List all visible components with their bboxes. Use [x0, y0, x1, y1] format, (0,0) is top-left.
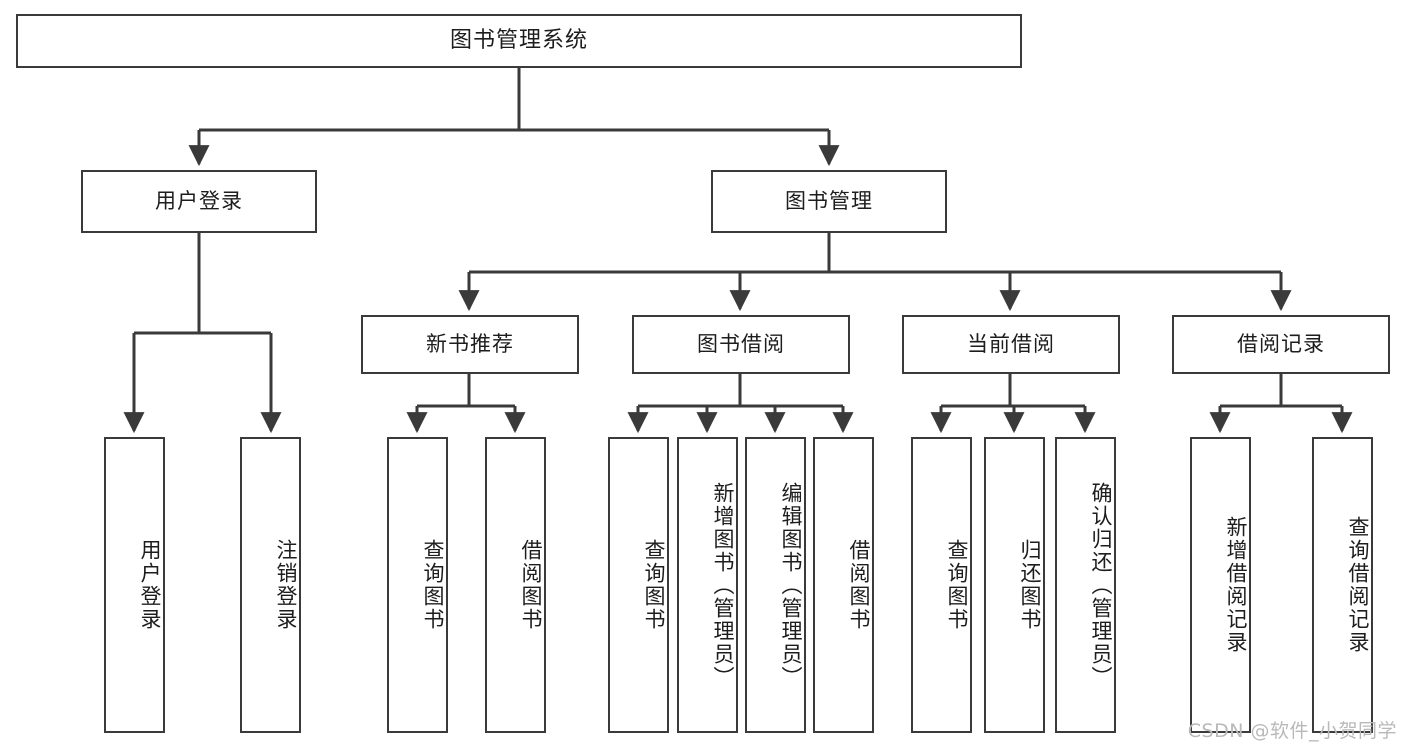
node-user-login[interactable]: 用户登录 [81, 170, 317, 233]
node-new-book-rec-label: 新书推荐 [426, 331, 514, 356]
node-borrow-record[interactable]: 借阅记录 [1172, 315, 1390, 374]
node-new-book-rec[interactable]: 新书推荐 [361, 315, 579, 374]
node-leaf-query-book-2[interactable]: 查询图书 [608, 437, 669, 733]
node-current-borrow[interactable]: 当前借阅 [902, 315, 1120, 374]
node-current-borrow-label: 当前借阅 [967, 331, 1055, 356]
node-leaf-query-book-1[interactable]: 查询图书 [387, 437, 448, 733]
node-leaf-user-logout-label: 注销登录 [274, 539, 298, 631]
node-leaf-query-record-label: 查询借阅记录 [1346, 516, 1370, 654]
node-leaf-borrow-book-2-label: 借阅图书 [847, 539, 871, 631]
node-leaf-query-book-3[interactable]: 查询图书 [911, 437, 972, 733]
node-leaf-add-book-label: 新增图书（管理员） [711, 481, 735, 689]
node-user-login-label: 用户登录 [155, 188, 243, 213]
watermark-text: CSDN @软件_小贺同学 [1187, 720, 1397, 742]
node-leaf-return-book-label: 归还图书 [1018, 539, 1042, 631]
node-leaf-confirm-return-label: 确认归还（管理员） [1089, 481, 1113, 689]
node-leaf-query-book-1-label: 查询图书 [421, 539, 445, 631]
node-root[interactable]: 图书管理系统 [16, 14, 1022, 68]
node-leaf-user-logout[interactable]: 注销登录 [240, 437, 301, 733]
node-leaf-edit-book-label: 编辑图书（管理员） [779, 481, 803, 689]
node-leaf-user-login-label: 用户登录 [138, 539, 162, 631]
node-leaf-add-record-label: 新增借阅记录 [1224, 516, 1248, 654]
node-leaf-return-book[interactable]: 归还图书 [984, 437, 1045, 733]
node-leaf-borrow-book-2[interactable]: 借阅图书 [813, 437, 874, 733]
node-leaf-borrow-book-1-label: 借阅图书 [519, 539, 543, 631]
node-leaf-user-login[interactable]: 用户登录 [104, 437, 165, 733]
node-root-label: 图书管理系统 [449, 27, 588, 53]
node-leaf-query-book-2-label: 查询图书 [642, 539, 666, 631]
node-leaf-add-record[interactable]: 新增借阅记录 [1190, 437, 1251, 733]
node-leaf-add-book[interactable]: 新增图书（管理员） [677, 437, 738, 733]
node-book-borrow-label: 图书借阅 [697, 331, 785, 356]
node-book-borrow[interactable]: 图书借阅 [632, 315, 850, 374]
node-leaf-borrow-book-1[interactable]: 借阅图书 [485, 437, 546, 733]
node-borrow-record-label: 借阅记录 [1237, 331, 1325, 356]
node-leaf-edit-book[interactable]: 编辑图书（管理员） [745, 437, 806, 733]
node-book-manage-label: 图书管理 [785, 188, 873, 213]
node-leaf-query-book-3-label: 查询图书 [945, 539, 969, 631]
node-book-manage[interactable]: 图书管理 [711, 170, 947, 233]
node-leaf-query-record[interactable]: 查询借阅记录 [1312, 437, 1373, 733]
node-leaf-confirm-return[interactable]: 确认归还（管理员） [1055, 437, 1116, 733]
